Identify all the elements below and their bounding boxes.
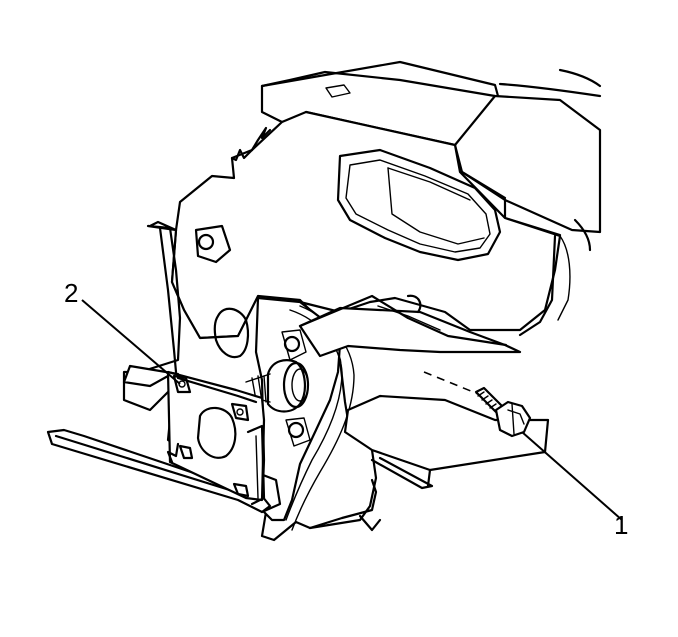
- callout-label-1: 1: [614, 510, 628, 540]
- spindle-assembly: [245, 294, 522, 413]
- callout-2: 2: [64, 278, 181, 385]
- leader-line-2: [81, 299, 181, 385]
- bolt: [474, 386, 532, 438]
- inner-body-panel: [170, 110, 571, 340]
- callout-label-2: 2: [64, 278, 78, 308]
- bracket: [166, 370, 266, 506]
- callout-1: 1: [521, 431, 628, 540]
- leader-line-1: [521, 431, 623, 521]
